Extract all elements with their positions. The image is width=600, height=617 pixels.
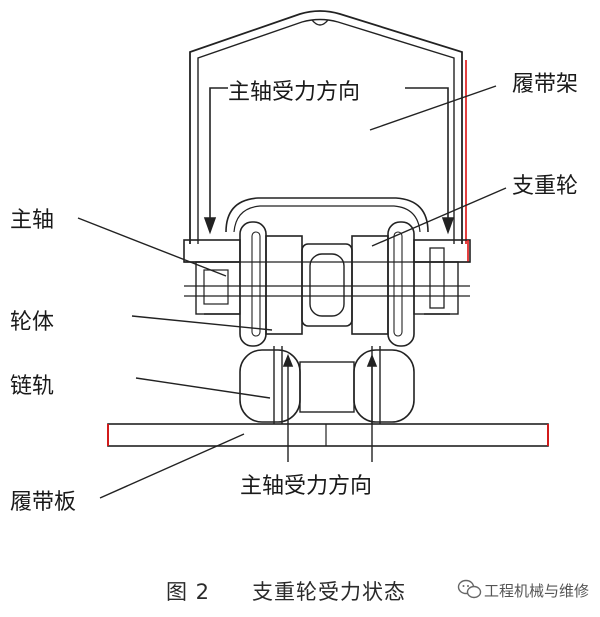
leader-track-frame bbox=[369, 85, 497, 131]
label-force-direction-bottom: 主轴受力方向 bbox=[240, 474, 373, 499]
wechat-icon bbox=[457, 579, 482, 599]
leader-main-shaft bbox=[77, 217, 227, 277]
label-main-shaft: 主轴 bbox=[10, 208, 55, 233]
right-wheel-flange bbox=[387, 221, 415, 347]
chain-rail-right bbox=[353, 349, 415, 423]
leader-wheel-body bbox=[131, 315, 273, 331]
right-bearing-block bbox=[413, 261, 459, 315]
track-shoe-plate bbox=[107, 423, 549, 447]
label-track-shoe: 履带板 bbox=[10, 490, 77, 515]
track-frame-inner bbox=[197, 18, 455, 244]
leader-chain-rail bbox=[135, 377, 271, 399]
watermark-text: 工程机械与维修 bbox=[484, 582, 590, 600]
force-arrow-top-left-head bbox=[203, 217, 217, 235]
label-track-frame: 履带架 bbox=[512, 72, 579, 97]
force-arrow-top-bracket bbox=[209, 87, 228, 222]
force-arrow-bottom-right-head bbox=[366, 353, 378, 367]
label-wheel-body: 轮体 bbox=[10, 310, 55, 335]
caption-title: 支重轮受力状态 bbox=[252, 580, 406, 604]
center-hub-inner bbox=[309, 253, 345, 317]
right-bearing-bolt bbox=[429, 247, 445, 309]
force-arrow-top-right bbox=[405, 87, 449, 222]
chain-rail-left bbox=[239, 349, 301, 423]
track-frame-top-notch bbox=[311, 19, 329, 26]
left-wheel-body bbox=[265, 235, 303, 335]
chain-rail-center bbox=[299, 361, 355, 413]
left-bearing-cap bbox=[183, 239, 241, 263]
track-frame-outline bbox=[189, 10, 463, 244]
right-wheel-body bbox=[351, 235, 389, 335]
frame-saddle-inner bbox=[233, 205, 421, 233]
leader-support-wheel bbox=[371, 187, 507, 247]
right-wheel-flange-inner bbox=[393, 231, 403, 337]
force-arrow-bottom-left-head bbox=[282, 353, 294, 367]
center-hub bbox=[301, 243, 353, 327]
caption-number: 图 2 bbox=[166, 580, 211, 604]
frame-saddle bbox=[225, 197, 429, 233]
label-force-direction-top: 主轴受力方向 bbox=[228, 80, 361, 105]
leader-track-shoe bbox=[99, 433, 245, 499]
label-chain-rail: 链轨 bbox=[10, 374, 55, 399]
left-bearing-inner bbox=[203, 269, 229, 305]
label-support-wheel: 支重轮 bbox=[512, 174, 579, 199]
left-wheel-flange-inner bbox=[251, 231, 261, 337]
force-arrow-top-right-head bbox=[441, 217, 455, 235]
